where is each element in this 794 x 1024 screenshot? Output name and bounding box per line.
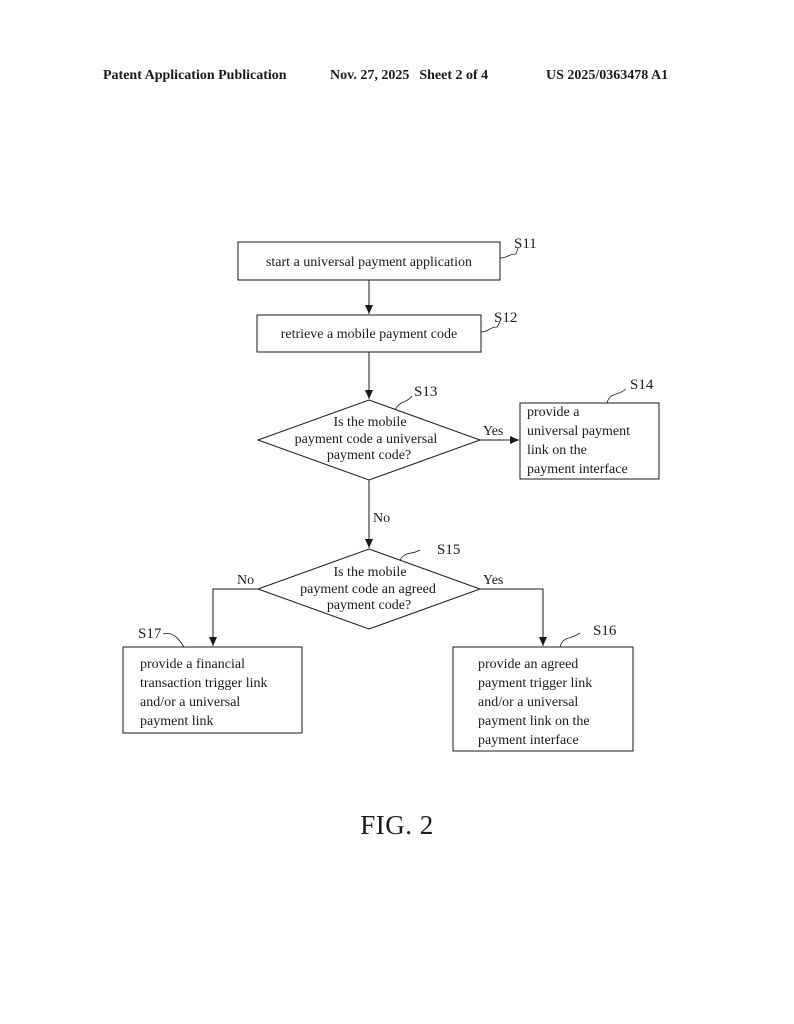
step-s16-box xyxy=(452,646,634,752)
step-s16-line: payment link on the xyxy=(478,714,590,729)
step-s17-box xyxy=(122,646,303,734)
decision-s13-ref: S13 xyxy=(414,384,437,400)
figure-caption: FIG. 2 xyxy=(360,810,434,840)
step-s16-line: payment interface xyxy=(478,733,579,748)
step-s17: provide a financial transaction trigger … xyxy=(122,646,303,734)
decision-s13-line: payment code a universal xyxy=(295,432,438,447)
decision-s15-line: Is the mobile xyxy=(333,565,406,580)
s17-leader xyxy=(162,633,185,648)
step-s11-line: start a universal payment application xyxy=(266,255,472,270)
step-s11-ref: S11 xyxy=(514,236,537,252)
step-s14: provide a universal payment link on the … xyxy=(519,402,660,480)
arrow-s15-yes xyxy=(480,588,547,646)
step-s14-line: provide a xyxy=(527,405,580,420)
decision-s15-line: payment code an agreed xyxy=(300,582,436,597)
step-s14-box xyxy=(519,402,660,480)
sheet-number: Sheet 2 of 4 xyxy=(419,68,489,83)
label-s15-yes: Yes xyxy=(483,573,503,588)
publication-date-sheet: Nov. 27, 2025 Sheet 2 of 4 xyxy=(330,68,488,84)
s15-leader xyxy=(399,549,421,561)
step-s16-line: payment trigger link xyxy=(478,676,592,691)
step-s17-line: provide a financial xyxy=(140,657,245,672)
label-s15-no: No xyxy=(237,573,254,588)
s12-leader xyxy=(480,321,501,333)
publication-type: Patent Application Publication xyxy=(103,68,287,83)
step-s16-line: and/or a universal xyxy=(478,695,578,710)
publication-number: US 2025/0363478 A1 xyxy=(546,68,669,83)
decision-s15-line: payment code? xyxy=(327,598,411,613)
step-s16-ref: S16 xyxy=(593,623,617,639)
s13-leader xyxy=(394,395,413,411)
decision-s15-shape xyxy=(256,548,482,630)
step-s14-line: universal payment xyxy=(527,424,630,439)
step-s17-line: payment link xyxy=(140,714,214,729)
decision-s15-ref: S15 xyxy=(437,542,460,558)
label-s13-no: No xyxy=(373,511,390,526)
step-s17-line: and/or a universal xyxy=(140,695,240,710)
step-s11: start a universal payment application xyxy=(237,241,501,281)
decision-s13: Is the mobile payment code a universal p… xyxy=(256,399,482,481)
step-s16: provide an agreed payment trigger link a… xyxy=(452,646,634,752)
label-s13-yes: Yes xyxy=(483,424,503,439)
step-s12-ref: S12 xyxy=(494,310,517,326)
step-s14-ref: S14 xyxy=(630,377,654,393)
step-s16-line: provide an agreed xyxy=(478,657,578,672)
step-s17-line: transaction trigger link xyxy=(140,676,268,691)
step-s14-line: link on the xyxy=(527,443,587,458)
step-s14-line: payment interface xyxy=(527,462,628,477)
arrow-s15-no xyxy=(209,588,258,646)
publication-date: Nov. 27, 2025 xyxy=(330,68,410,83)
decision-s15: Is the mobile payment code an agreed pay… xyxy=(256,548,482,630)
s16-leader xyxy=(559,632,581,648)
s11-leader xyxy=(499,247,519,259)
s14-leader xyxy=(606,388,627,404)
decision-s13-line: Is the mobile xyxy=(333,415,406,430)
step-s12: retrieve a mobile payment code xyxy=(256,314,482,353)
step-s17-ref: S17 xyxy=(138,626,162,642)
decision-s13-line: payment code? xyxy=(327,448,411,463)
step-s12-line: retrieve a mobile payment code xyxy=(281,327,457,342)
